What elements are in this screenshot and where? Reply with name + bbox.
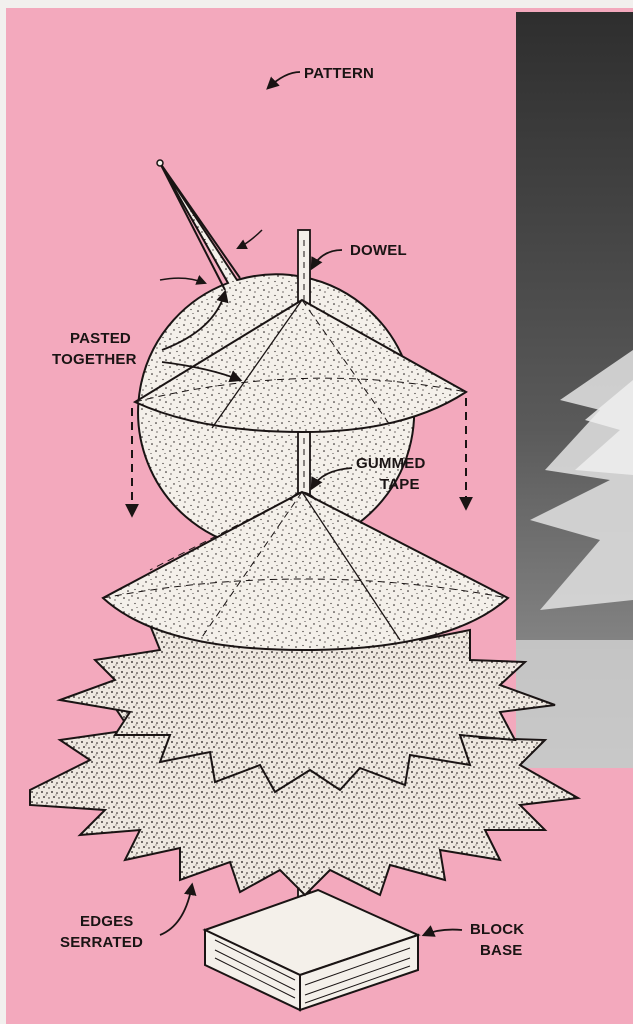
pattern-label: PATTERN <box>304 65 374 82</box>
block-base-label-line1: BLOCK <box>470 921 524 938</box>
dowel-label: DOWEL <box>350 242 407 259</box>
pasted-together-label-line2: TOGETHER <box>52 351 137 368</box>
pasted-together-label-line1: PASTED <box>70 330 131 347</box>
gummed-tape-label-line1: GUMMED <box>356 455 426 472</box>
edges-serrated-label-line2: SERRATED <box>60 934 143 951</box>
gummed-tape-label-line2: TAPE <box>380 476 420 493</box>
block-base-label-line2: BASE <box>480 942 522 959</box>
photo-panel <box>516 12 633 768</box>
edges-serrated-label-line1: EDGES <box>80 913 134 930</box>
